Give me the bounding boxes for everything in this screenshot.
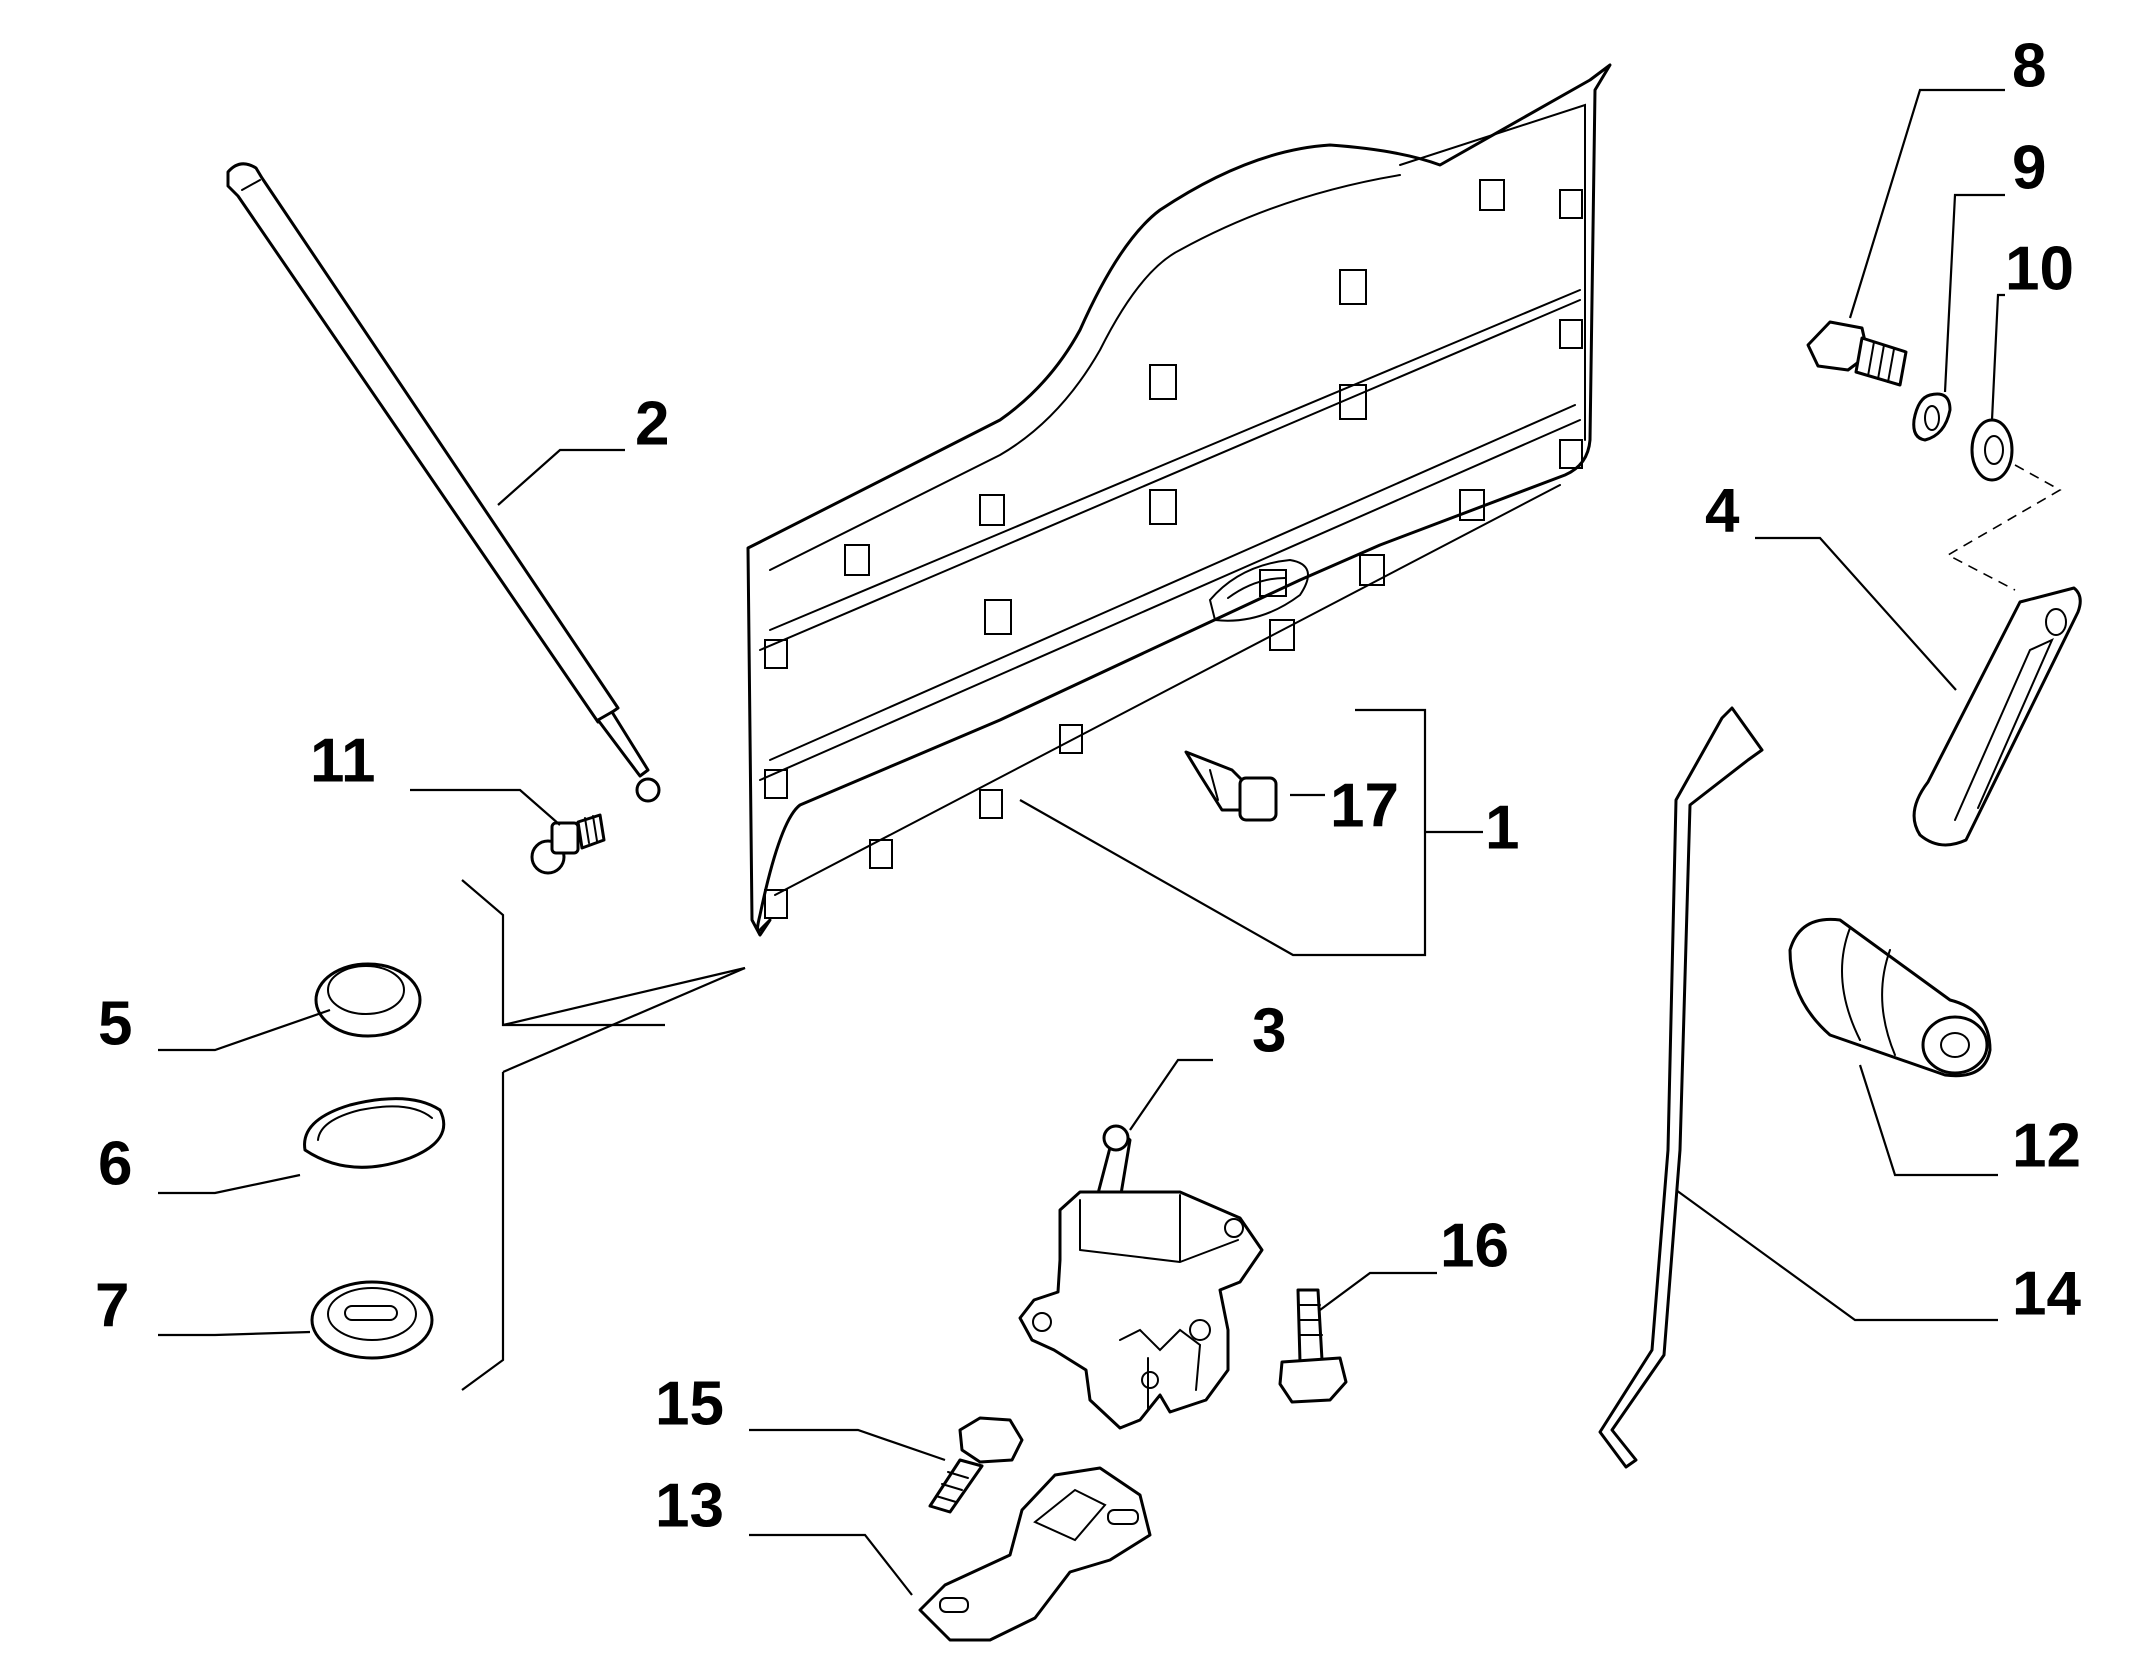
striker-screw [928, 1416, 1024, 1514]
gas-strut [226, 162, 661, 803]
callout-9: 9 [2012, 133, 2046, 202]
callout-3: 3 [1252, 996, 1286, 1065]
lock-washer [1912, 392, 1952, 442]
slotted-plug [310, 1280, 434, 1360]
callout-2: 2 [635, 389, 669, 458]
callout-15: 15 [655, 1369, 724, 1438]
ball-stud [530, 813, 606, 875]
hex-bolt [1806, 320, 1908, 387]
callout-1: 1 [1485, 793, 1519, 862]
panel-clips [764, 179, 1583, 919]
callout-17: 17 [1330, 771, 1399, 840]
tailgate-lock [1018, 1124, 1264, 1430]
callout-5: 5 [98, 989, 132, 1058]
leader-lines [158, 88, 2062, 1596]
oval-plug [303, 1097, 446, 1169]
callout-labels: 1 2 3 4 5 6 7 8 9 10 11 12 13 14 15 16 1… [95, 31, 2081, 1540]
callout-4: 4 [1705, 476, 1740, 545]
round-plug [314, 962, 422, 1038]
callout-7: 7 [95, 1271, 129, 1340]
flat-washer [1970, 418, 2014, 482]
callout-6: 6 [98, 1129, 132, 1198]
lock-bolt [1278, 1288, 1348, 1404]
striker-bracket [918, 1466, 1152, 1642]
callout-16: 16 [1440, 1211, 1509, 1280]
callout-11: 11 [310, 726, 376, 795]
callout-12: 12 [2012, 1111, 2081, 1180]
callout-13: 13 [655, 1471, 724, 1540]
hinge-arm [1912, 586, 2082, 847]
callout-10: 10 [2005, 234, 2074, 303]
lock-rod [1598, 706, 1764, 1469]
callout-14: 14 [2012, 1259, 2081, 1328]
tailgate-trim-panel [746, 63, 1612, 937]
rubber-bumper [1184, 750, 1278, 822]
callout-8: 8 [2012, 31, 2046, 100]
bump-stop [1788, 917, 1992, 1078]
